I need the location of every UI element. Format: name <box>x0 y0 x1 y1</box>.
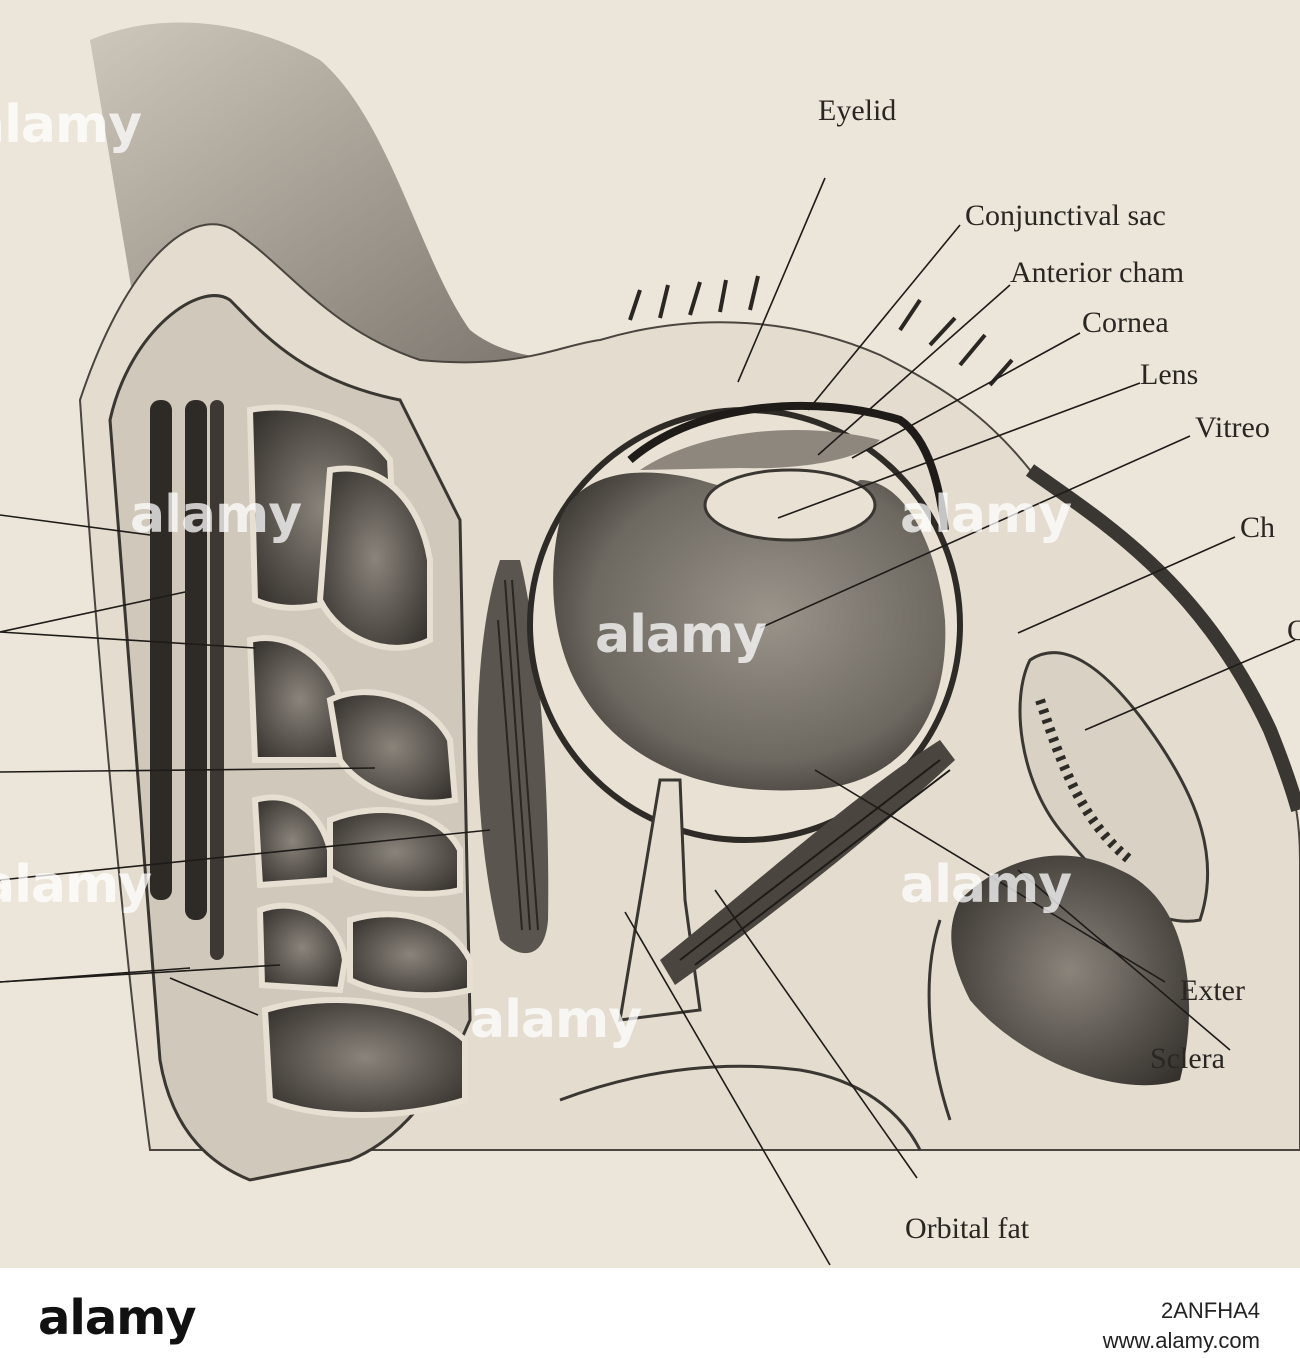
temporal-fossa <box>951 855 1190 1086</box>
label-cornea: Cornea <box>1082 306 1169 339</box>
label-eyelid: Eyelid <box>818 94 896 127</box>
watermark-overlay: alamy <box>470 990 642 1050</box>
vitreous-body <box>553 472 946 791</box>
image-url: www.alamy.com <box>1102 1328 1260 1353</box>
label-orbital-fat: Orbital fat <box>905 1212 1030 1245</box>
label-choroid: Ch <box>1240 511 1275 544</box>
leader-lines <box>0 177 1296 1266</box>
watermark-overlay: alamy <box>130 485 302 545</box>
label-optic: O <box>1287 614 1300 647</box>
bone-texture <box>1035 698 1134 864</box>
anterior-chamber <box>640 430 880 470</box>
ethmoid-cell <box>261 997 468 1118</box>
watermark-overlay: alamy <box>595 605 767 665</box>
ethmoid-cell <box>316 465 433 651</box>
ethmoid-cell <box>327 807 463 897</box>
label-external: Exter <box>1180 974 1245 1007</box>
label-vitreous: Vitreo <box>1195 411 1270 444</box>
label-anterior-chamber: Anterior cham <box>1010 256 1184 289</box>
watermark-overlay: alamy <box>900 855 1072 915</box>
ethmoid-cell <box>326 689 459 806</box>
lens <box>703 468 877 542</box>
alamy-logo: alamy <box>38 1290 197 1346</box>
watermark-overlay: alamy <box>900 485 1072 545</box>
watermark-footer <box>0 1268 1300 1358</box>
image-reference: 2ANFHA4 www.alamy.com <box>1103 1296 1260 1356</box>
eyelashes <box>628 275 1014 387</box>
ethmoid-cell <box>347 911 473 999</box>
lateral-wall <box>1018 651 1210 923</box>
label-conjunctival-sac: Conjunctival sac <box>965 199 1166 232</box>
label-lens: Lens <box>1140 358 1198 391</box>
orbital-floor <box>559 1064 922 1151</box>
skin-edge <box>1025 464 1300 813</box>
image-id: 2ANFHA4 <box>1160 1298 1260 1323</box>
watermark-overlay: alamy <box>0 95 142 155</box>
cornea-line <box>627 401 949 531</box>
orbit-cross-section-illustration: Eyelid Conjunctival sac Anterior cham Co… <box>0 22 1300 1266</box>
ethmoid-cell <box>256 902 349 994</box>
label-sclera: Sclera <box>1150 1042 1225 1075</box>
watermark-overlay: alamy <box>0 855 152 915</box>
